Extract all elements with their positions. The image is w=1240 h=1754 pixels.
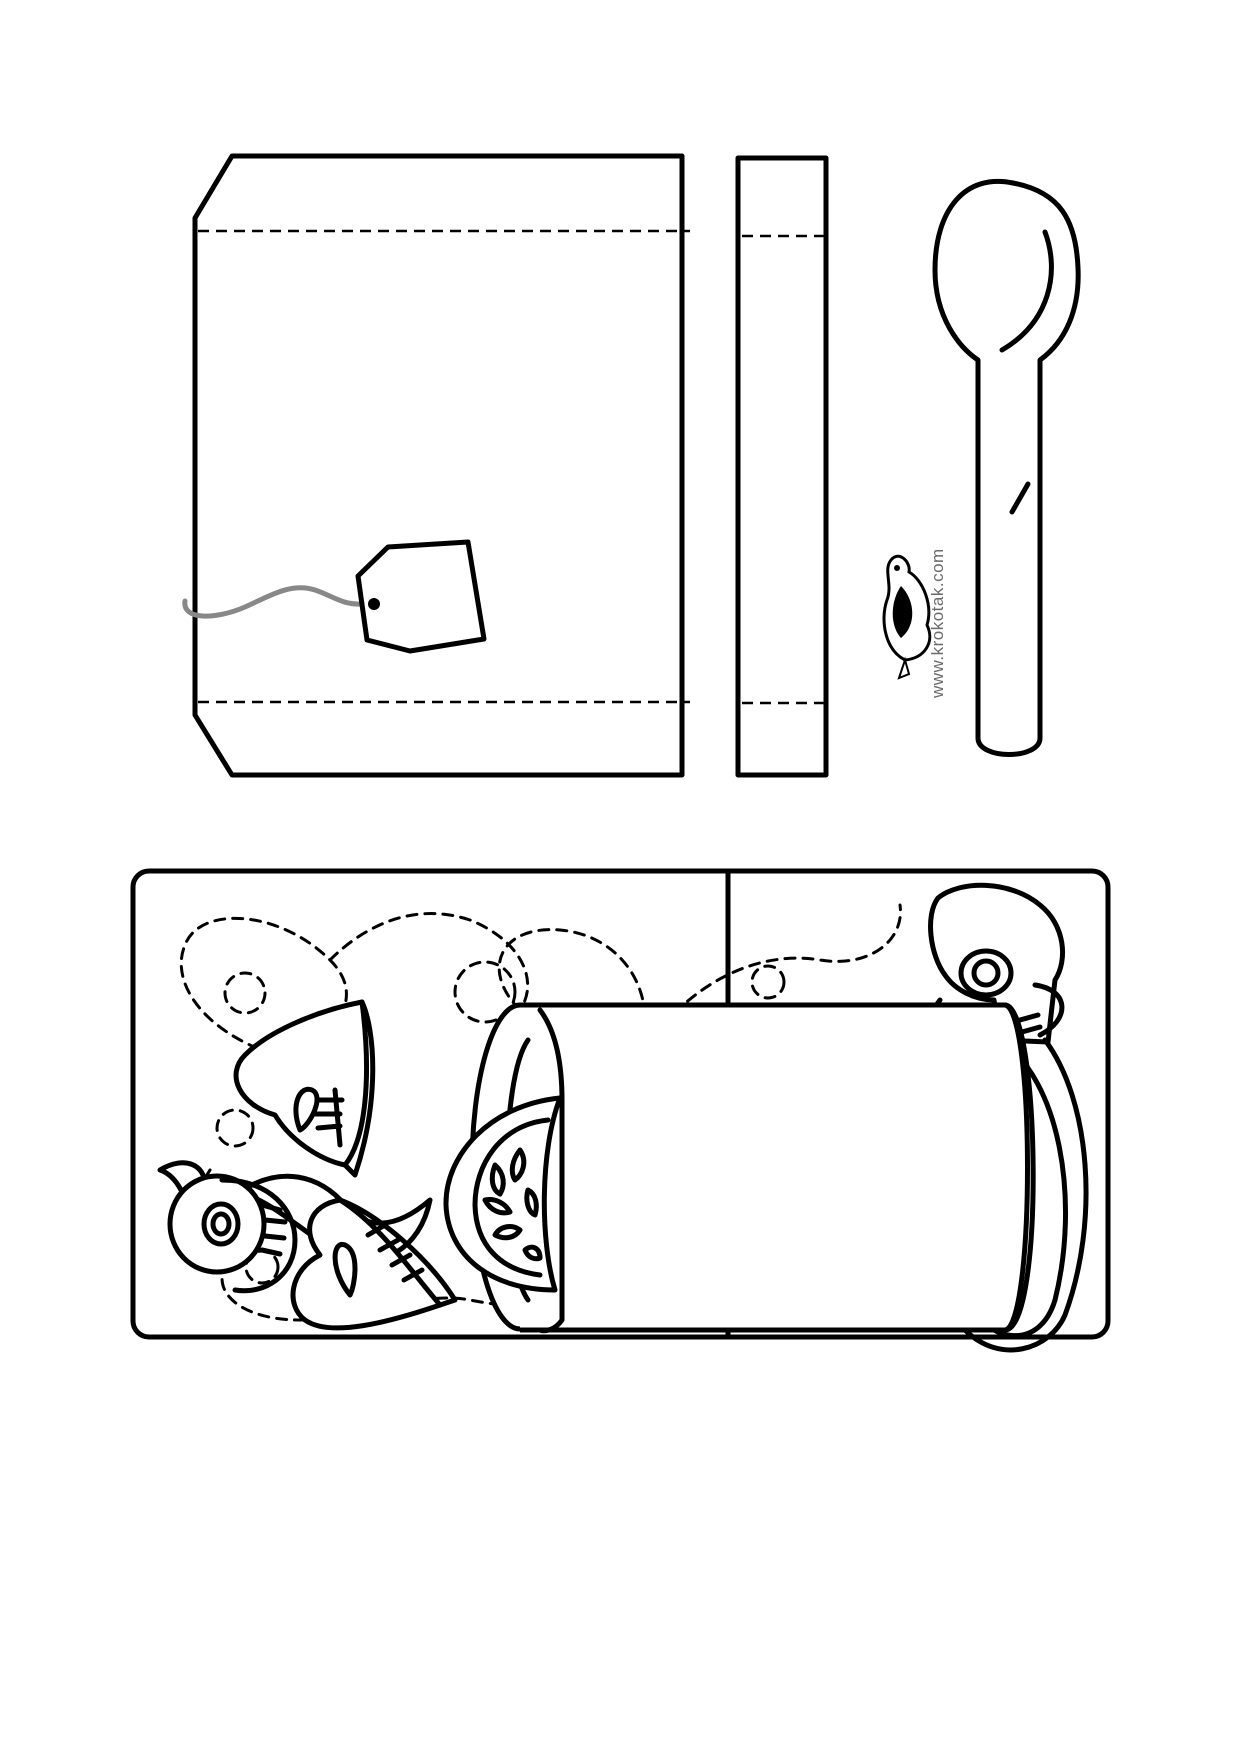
spoon-template-icon (932, 179, 1081, 757)
tea-cup-icon (443, 1002, 1036, 1334)
watermark-url: www.krokotak.com (928, 548, 947, 699)
crocodile-logo-icon (882, 554, 932, 680)
paper-strip-template-icon (735, 155, 832, 778)
lemon-slice-icon (443, 1095, 563, 1293)
tea-bag-template-icon (182, 153, 690, 778)
watermark: www.krokotak.com (882, 548, 947, 699)
teapot-icon (912, 882, 1066, 1058)
tea-tag-icon (355, 539, 487, 654)
tea-card-template-icon (130, 868, 1111, 1353)
heart-cookie-icon (290, 1197, 458, 1331)
donut-icon (167, 1173, 298, 1294)
tea-bag-string-icon (182, 585, 365, 619)
heart-cookie-icon (233, 999, 376, 1178)
